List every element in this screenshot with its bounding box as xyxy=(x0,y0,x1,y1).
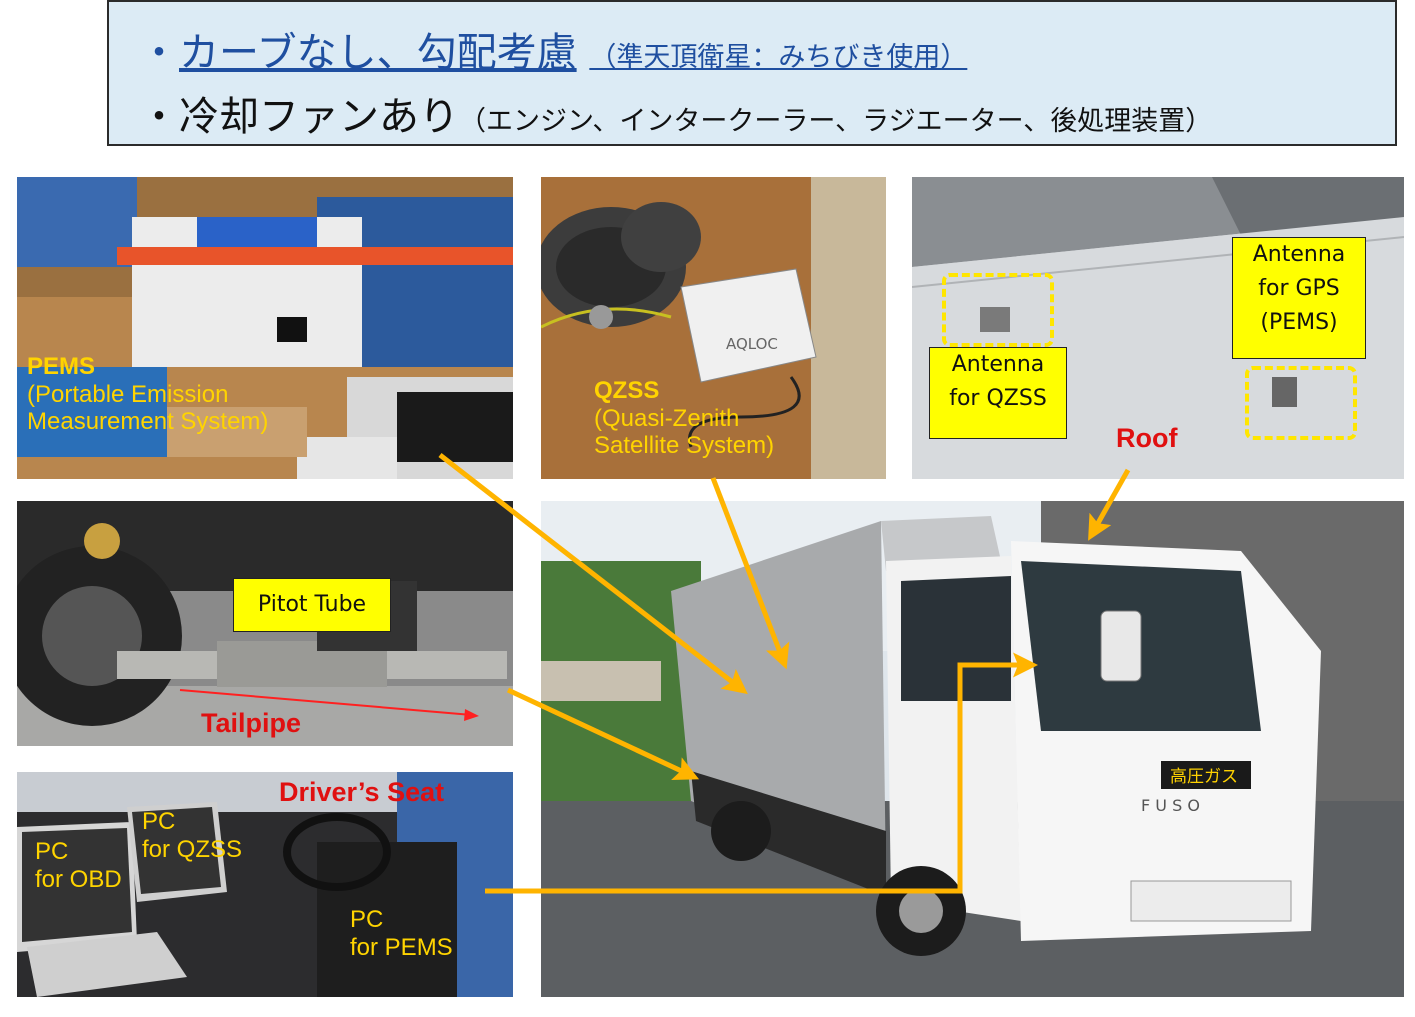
arrow-roof-to-truck xyxy=(1088,468,1131,541)
pc-obd-line-2: for OBD xyxy=(35,865,122,893)
pems-label: PEMS (Portable Emission Measurement Syst… xyxy=(27,353,268,436)
antenna-gps-box: Antenna for GPS (PEMS) xyxy=(1232,237,1366,359)
antenna-gps-line-1: Antenna xyxy=(1252,242,1346,267)
pc-qzss-line-2: for QZSS xyxy=(142,835,243,863)
pems-title: PEMS xyxy=(27,353,96,380)
photo-pems: PEMS (Portable Emission Measurement Syst… xyxy=(17,177,513,479)
antenna-qzss-line-1: Antenna xyxy=(951,352,1045,377)
pems-illustration xyxy=(17,177,513,479)
qzss-title: QZSS xyxy=(594,377,660,404)
header-callout: ・カーブなし、勾配考慮 （準天頂衛星：みちびき使用） ・冷却ファンあり（エンジン… xyxy=(107,0,1397,146)
pc-obd-label: PC for OBD xyxy=(35,838,122,893)
qzss-desc-1: (Quasi-Zenith xyxy=(594,404,740,432)
pc-obd-line-1: PC xyxy=(35,838,69,865)
antenna-gps-line-2: for GPS xyxy=(1258,276,1340,302)
photo-drivers-seat: Driver’s Seat PC for OBD PC for QZSS PC … xyxy=(17,772,513,997)
photo-roof: Antenna for QZSS Antenna for GPS (PEMS) … xyxy=(912,177,1404,479)
truck-brand-text: F U S O xyxy=(1141,796,1200,815)
arrow-seat-to-cab xyxy=(485,652,1038,894)
antenna-qzss-box: Antenna for QZSS xyxy=(929,347,1067,439)
gps-antenna-highlight xyxy=(1245,366,1357,440)
condition-line-1: ・カーブなし、勾配考慮 （準天頂衛星：みちびき使用） xyxy=(139,20,967,78)
photo-qzss: AQLOC QZSS (Quasi-Zenith Satellite Syste… xyxy=(541,177,886,479)
arrow-tailpipe-to-truck xyxy=(506,687,700,780)
condition-line-2: ・冷却ファンあり（エンジン、インタークーラー、ラジエーター、後処理装置） xyxy=(139,84,1212,142)
truck-plate-text: 高圧ガス xyxy=(1170,767,1238,787)
pems-desc-2: Measurement System) xyxy=(27,408,269,436)
pc-pems-line-2: for PEMS xyxy=(350,933,453,961)
qzss-label: QZSS (Quasi-Zenith Satellite System) xyxy=(594,377,774,460)
antenna-qzss-line-2: for QZSS xyxy=(949,386,1047,412)
pems-desc-1: (Portable Emission xyxy=(27,380,229,408)
seat-illustration xyxy=(17,772,513,997)
condition-1-note: （準天頂衛星：みちびき使用） xyxy=(589,42,968,73)
photo-truck: 高圧ガス F U S O xyxy=(541,501,1404,997)
pc-qzss-label: PC for QZSS xyxy=(142,808,242,863)
condition-2-note: （エンジン、インタークーラー、ラジエーター、後処理装置） xyxy=(459,106,1213,137)
arrow-pems-to-truck xyxy=(438,453,748,695)
pitot-tube-box: Pitot Tube xyxy=(233,578,391,632)
pc-pems-line-1: PC xyxy=(350,906,384,933)
condition-1-main: カーブなし、勾配考慮 xyxy=(179,30,577,76)
tailpipe-arrow xyxy=(179,689,479,721)
photo-tailpipe: Pitot Tube Tailpipe xyxy=(17,501,513,746)
qzss-desc-2: Satellite System) xyxy=(594,432,775,460)
pc-qzss-line-1: PC xyxy=(142,808,176,835)
qzss-illustration: AQLOC xyxy=(541,177,886,479)
roof-label: Roof xyxy=(1116,423,1178,453)
tailpipe-label: Tailpipe xyxy=(201,708,302,738)
bullet: ・ xyxy=(139,94,179,140)
antenna-gps-line-3: (PEMS) xyxy=(1260,310,1338,336)
drivers-seat-label: Driver’s Seat xyxy=(279,777,445,807)
bullet: ・ xyxy=(139,30,179,76)
condition-2-main: 冷却ファンあり xyxy=(179,94,459,140)
truck-illustration: 高圧ガス F U S O xyxy=(541,501,1404,997)
arrow-qzss-to-truck xyxy=(710,477,790,670)
qzss-antenna-highlight xyxy=(942,273,1054,347)
pc-pems-label: PC for PEMS xyxy=(350,906,453,961)
aqloc-text: AQLOC xyxy=(726,335,778,353)
